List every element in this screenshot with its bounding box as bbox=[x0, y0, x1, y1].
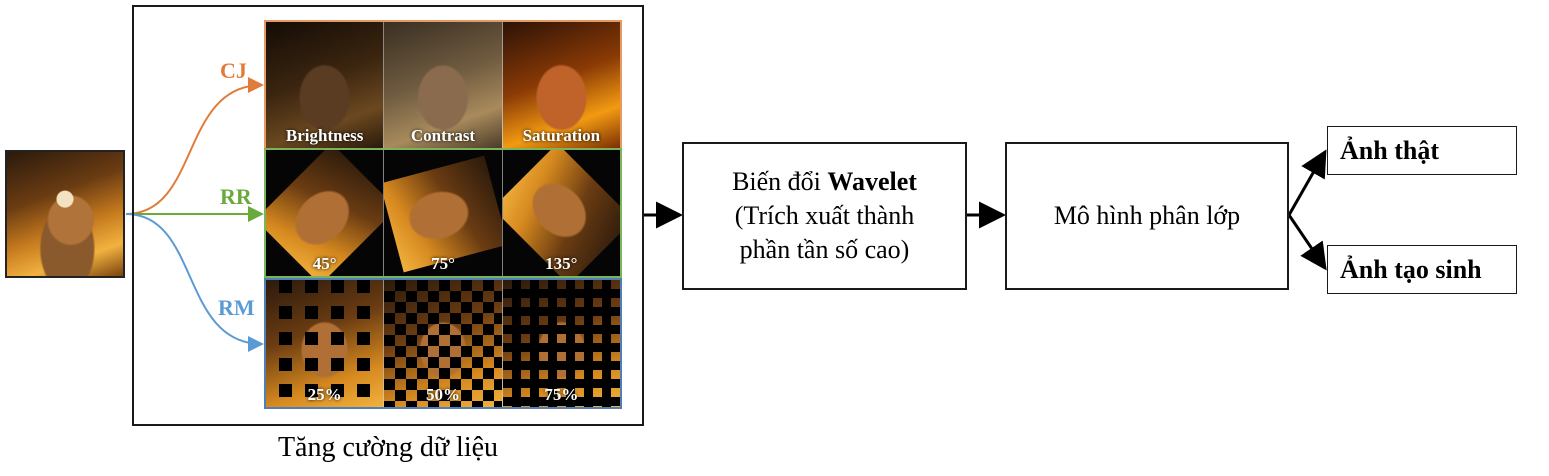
input-cat-image bbox=[5, 150, 125, 278]
random-rotation-row: 45° 75° 135° bbox=[264, 148, 622, 278]
random-mask-row: 25% 50% 75% bbox=[264, 278, 622, 409]
output-real-label: Ảnh thật bbox=[1340, 135, 1439, 165]
brightness-image: Brightness bbox=[266, 22, 385, 148]
tile-label: 75% bbox=[544, 385, 579, 404]
wavelet-transform-box: Biến đổi Wavelet (Trích xuất thành phần … bbox=[682, 142, 967, 290]
output-real-box: Ảnh thật bbox=[1327, 126, 1517, 175]
mask-pattern bbox=[266, 280, 384, 407]
augmentation-frame bbox=[132, 5, 644, 426]
tile-label: 25% bbox=[307, 385, 342, 404]
tile-label: Contrast bbox=[410, 126, 476, 145]
arrow-rm bbox=[125, 213, 264, 352]
tile-label: 135° bbox=[545, 254, 578, 273]
tile-label: Saturation bbox=[522, 126, 601, 145]
contrast-image: Contrast bbox=[384, 22, 503, 148]
wavelet-line-3: phần tần số cao) bbox=[739, 235, 910, 264]
wavelet-keyword: Wavelet bbox=[827, 167, 917, 196]
branch-label-cj: CJ bbox=[220, 58, 247, 83]
arrow-to-real bbox=[1287, 149, 1327, 216]
wavelet-prefix: Biến đổi bbox=[732, 167, 828, 196]
rotation-135-image: 135° bbox=[502, 150, 620, 276]
arrow-cj bbox=[125, 77, 264, 215]
tile-label: Brightness bbox=[285, 126, 364, 145]
wavelet-line-1: Biến đổi Wavelet bbox=[732, 165, 917, 199]
saturation-image: Saturation bbox=[502, 22, 620, 148]
mask-pattern bbox=[384, 280, 502, 407]
mask-pattern bbox=[502, 280, 620, 407]
color-jitter-row: Brightness Contrast Saturation bbox=[264, 20, 622, 150]
output-generated-label: Ảnh tạo sinh bbox=[1340, 254, 1482, 284]
branch-label-rr: RR bbox=[220, 184, 252, 209]
tile-label: 75° bbox=[431, 254, 455, 273]
branch-label-rm: RM bbox=[218, 295, 255, 320]
tile-label: 50% bbox=[425, 385, 460, 404]
rotation-75-image: 75° bbox=[384, 150, 503, 276]
rotation-45-image: 45° bbox=[266, 150, 385, 276]
mask-25-image: 25% bbox=[266, 280, 385, 407]
classifier-label: Mô hình phân lớp bbox=[1053, 201, 1241, 230]
augmentation-caption: Tăng cường dữ liệu bbox=[277, 432, 499, 463]
mask-50-image: 50% bbox=[384, 280, 503, 407]
mask-75-image: 75% bbox=[502, 280, 620, 407]
output-generated-box: Ảnh tạo sinh bbox=[1327, 245, 1517, 294]
wavelet-line-2: (Trích xuất thành bbox=[734, 201, 915, 230]
arrow-to-generated bbox=[1287, 214, 1327, 271]
classifier-box: Mô hình phân lớp bbox=[1005, 142, 1289, 290]
tile-label: 45° bbox=[312, 254, 337, 273]
